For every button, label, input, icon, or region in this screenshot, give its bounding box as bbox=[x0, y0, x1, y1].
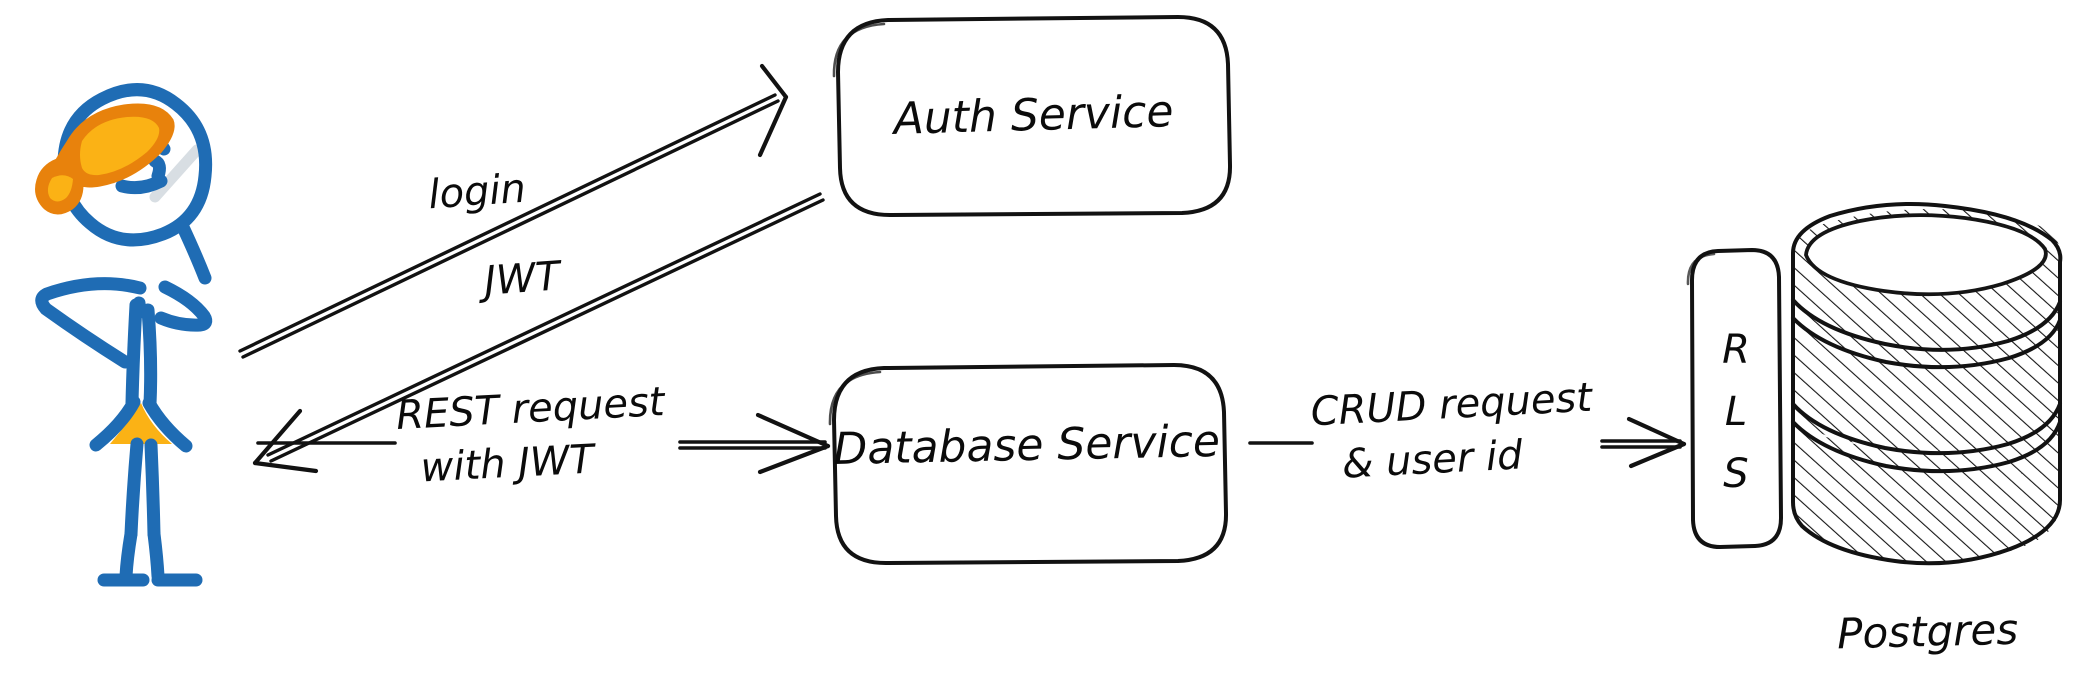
edge-crud-arrow bbox=[1248, 416, 1687, 469]
edge-login-arrow bbox=[238, 63, 789, 359]
node-database-service[interactable] bbox=[828, 363, 1229, 566]
torso-icon-2 bbox=[141, 303, 158, 411]
shin-left-icon bbox=[119, 527, 138, 583]
node-postgres-label: Postgres bbox=[1836, 605, 2018, 659]
edge-rest-arrow bbox=[256, 412, 831, 475]
mouth-icon bbox=[115, 174, 168, 195]
cylinder-top-face bbox=[1804, 213, 2048, 297]
node-rls-letter-r: R bbox=[1722, 327, 1750, 373]
edge-rest-label-line1: REST request bbox=[395, 379, 667, 439]
node-postgres-cylinder[interactable] bbox=[1780, 190, 2080, 580]
node-rls-letter-s: S bbox=[1723, 451, 1748, 497]
arm-left-icon bbox=[35, 277, 147, 369]
edge-jwt-label: JWT bbox=[476, 253, 565, 305]
hair-bow-inner bbox=[80, 116, 160, 176]
head-icon bbox=[57, 83, 213, 247]
edge-login-label: login bbox=[427, 166, 527, 219]
arm-right-icon bbox=[154, 280, 213, 332]
edge-rest-label-line2: with JWT bbox=[420, 436, 599, 491]
leg-left-icon bbox=[124, 437, 144, 541]
node-auth-service-label: Auth Service bbox=[890, 86, 1174, 145]
skirt-outline-right bbox=[142, 396, 193, 453]
nose-icon bbox=[148, 154, 166, 183]
edge-crud-label-line1: CRUD request bbox=[1310, 375, 1595, 436]
edge-jwt-arrow bbox=[252, 192, 825, 474]
skirt-icon bbox=[110, 403, 172, 444]
skirt-outline-left bbox=[89, 395, 141, 452]
hair-bow-knot bbox=[47, 175, 73, 202]
node-auth-service[interactable] bbox=[832, 15, 1233, 218]
node-rls-letter-l: L bbox=[1725, 389, 1747, 435]
node-rls[interactable] bbox=[1686, 248, 1783, 549]
stick-figure-user bbox=[35, 83, 213, 587]
shin-right-icon bbox=[147, 527, 165, 583]
node-database-service-label: Database Service bbox=[833, 416, 1221, 475]
leg-right-icon bbox=[144, 438, 161, 541]
torso-icon bbox=[125, 296, 147, 410]
neck-icon bbox=[175, 218, 212, 285]
edge-crud-label-line2: & user id bbox=[1341, 432, 1524, 487]
